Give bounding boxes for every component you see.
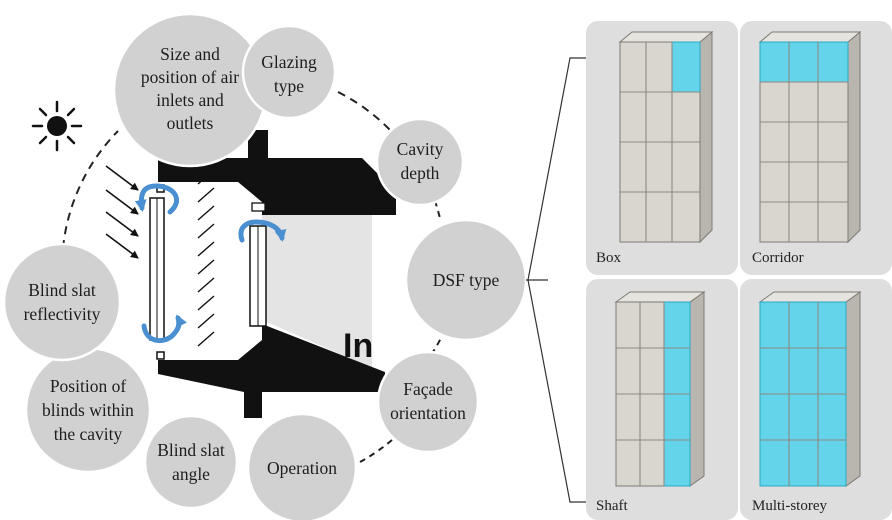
dsf-panel-label: Multi-storey — [752, 498, 827, 514]
parameter-facade-orientation: Façade orientation — [376, 350, 480, 454]
param-line: depth — [401, 163, 440, 183]
facade-section: In — [134, 130, 396, 418]
dsf-panel-shaft: Shaft — [586, 279, 738, 520]
sunlit-zone — [262, 215, 372, 368]
param-line: angle — [172, 464, 210, 484]
floor-slab-top — [158, 130, 396, 215]
param-line: Position of — [50, 376, 127, 396]
parameter-size-position-inlets: Size and position of air inlets and outl… — [112, 12, 268, 168]
parameter-operation: Operation — [246, 412, 358, 520]
param-line: DSF type — [433, 270, 500, 290]
dsf-panel-multi-storey: Multi-storey — [740, 279, 892, 520]
parameter-blind-slat-angle: Blind slat angle — [143, 414, 239, 510]
parameter-position-of-blinds: Position of blinds within the cavity — [24, 346, 152, 474]
parameter-dsf-type: DSF type — [404, 218, 528, 342]
dsf-type-bracket — [526, 57, 586, 503]
dsf-panel-label: Box — [596, 250, 622, 266]
floor-slab-bottom — [158, 324, 385, 418]
param-line: Blind slat — [157, 440, 225, 460]
airflow-arrows — [134, 183, 287, 344]
parameter-cavity-depth: Cavity depth — [375, 117, 465, 207]
param-line: reflectivity — [24, 304, 101, 324]
param-line: outlets — [167, 113, 214, 133]
dsf-panel-corridor: Corridor — [740, 21, 892, 275]
param-line: Façade — [403, 379, 453, 399]
parameter-glazing-type: Glazing type — [241, 24, 337, 120]
param-line: blinds within — [42, 400, 134, 420]
parameter-blind-slat-reflectivity: Blind slat reflectivity — [2, 242, 122, 362]
param-line: Operation — [267, 458, 337, 478]
dsf-type-panels: Box Corridor — [586, 21, 892, 520]
dsf-panel-label: Shaft — [596, 498, 628, 514]
solar-radiation-arrows — [105, 165, 139, 259]
param-line: position of air — [141, 67, 239, 87]
param-line: type — [274, 76, 304, 96]
param-line: Cavity — [397, 139, 444, 159]
dsf-panel-label: Corridor — [752, 250, 804, 266]
param-line: orientation — [390, 403, 466, 423]
blind-slats — [197, 169, 215, 347]
outer-frame-bottom — [156, 351, 165, 360]
param-line: Blind slat — [28, 280, 96, 300]
dsf-panel-box: Box — [586, 21, 738, 275]
sun-icon — [31, 100, 83, 152]
parameter-ring — [62, 91, 446, 463]
param-line: the cavity — [54, 424, 123, 444]
param-line: inlets and — [156, 90, 224, 110]
param-line: Glazing — [261, 52, 317, 72]
param-line: Size and — [160, 44, 220, 64]
inside-label: In — [343, 327, 373, 365]
inner-frame-top — [251, 202, 266, 212]
